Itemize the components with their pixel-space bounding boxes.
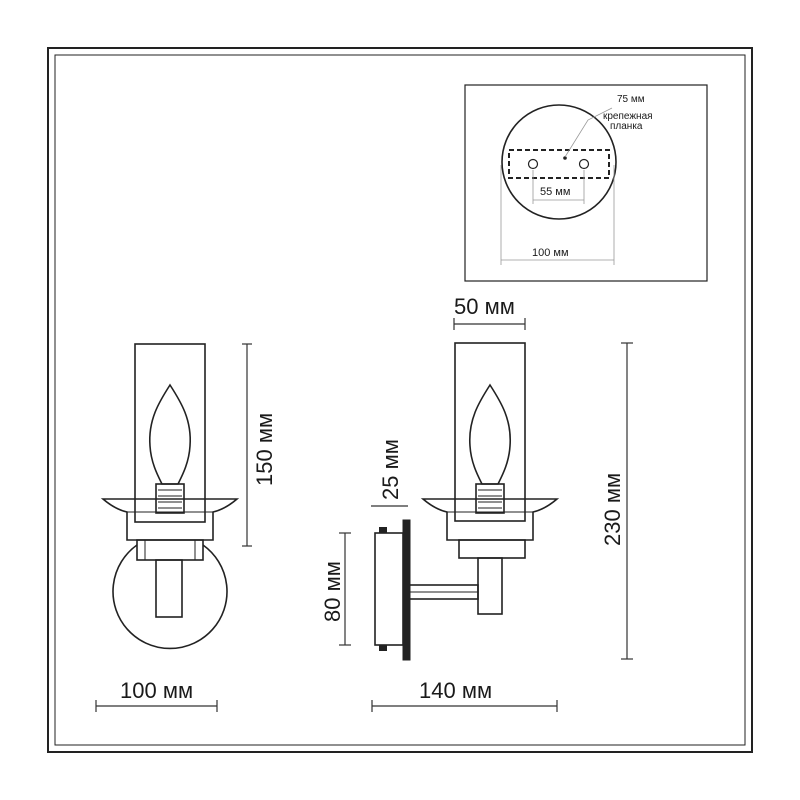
- front-glass-shade: [134, 343, 206, 523]
- depth-label: 140 мм: [419, 678, 492, 703]
- inset-frame: [464, 84, 708, 282]
- side-stem: [477, 557, 503, 615]
- plate-length-label: 75 мм: [617, 94, 645, 105]
- side-view: 50 мм 25 мм 80 мм 230 мм 140 мм: [320, 294, 633, 712]
- side-glass-shade: [454, 342, 526, 522]
- total-height-label: 230 мм: [600, 473, 625, 546]
- side-wall-plate: [374, 532, 404, 646]
- front-stem: [155, 559, 183, 618]
- side-candle-bulb: [468, 383, 512, 485]
- plate-height-label: 80 мм: [320, 561, 345, 622]
- plate-leader: [564, 107, 613, 158]
- front-collar: [136, 539, 204, 561]
- mount-hole-right: [578, 158, 590, 170]
- plate-name-label-1: крепежная: [603, 111, 653, 122]
- side-collar: [458, 539, 526, 559]
- shade-height-label: 150 мм: [252, 413, 277, 486]
- base-width-label: 100 мм: [120, 678, 193, 703]
- front-view: 150 мм 100 мм: [95, 343, 277, 712]
- front-cup-holder: [100, 498, 240, 541]
- side-cup-holder: [420, 498, 560, 541]
- plate-name-label-2: планка: [610, 121, 643, 132]
- side-wall-backplate: [402, 519, 411, 661]
- front-round-base: [112, 544, 228, 650]
- base-circle: [501, 104, 617, 220]
- front-candle-bulb: [148, 383, 192, 485]
- shade-width-label: 50 мм: [454, 294, 515, 319]
- mounting-inset: 75 мм крепежная планка 55 мм 100 мм: [464, 84, 708, 282]
- inner-frame: [54, 54, 746, 746]
- base-diameter-label: 100 мм: [532, 247, 569, 259]
- shade-offset-label: 25 мм: [378, 439, 403, 500]
- center-dot: [563, 156, 567, 160]
- mount-hole-left: [527, 158, 539, 170]
- hole-spacing-label: 55 мм: [540, 186, 570, 198]
- outer-frame: [47, 47, 753, 753]
- mounting-plate: [508, 149, 610, 179]
